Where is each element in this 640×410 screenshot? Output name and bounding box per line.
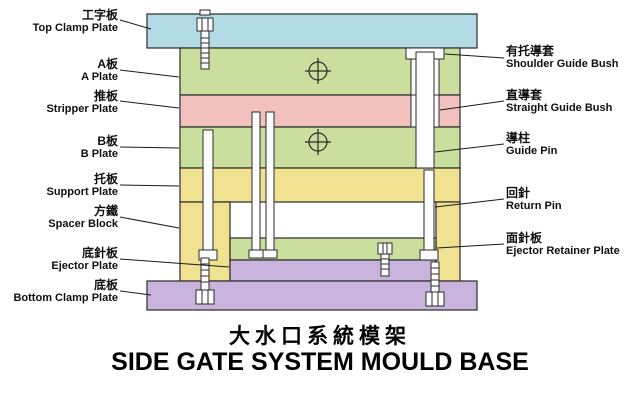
label-shoulder-guide-bush-en: Shoulder Guide Bush: [506, 58, 619, 71]
label-straight-guide-bush-zh: 直導套: [506, 88, 543, 102]
return-pin-right-head: [419, 249, 439, 261]
label-straight-guide-bush: 直導套 Straight Guide Bush: [506, 88, 638, 116]
title-chinese: 大水口系統模架: [229, 325, 411, 348]
label-ejector-retainer-plate-zh: 面針板: [506, 231, 543, 245]
ejector-plate-screw-shaft: [380, 253, 390, 277]
leader-lines: [119, 19, 505, 296]
label-support-plate-en: Support Plate: [46, 186, 118, 199]
top-screw: [196, 9, 214, 70]
label-top-clamp-plate: 工字板 Top Clamp Plate: [0, 8, 118, 36]
top-screw-head: [196, 17, 214, 32]
label-a-plate: A板 A Plate: [0, 57, 118, 85]
return-pin-right: [423, 169, 435, 251]
label-straight-guide-bush-en: Straight Guide Bush: [506, 102, 613, 115]
label-spacer-block-en: Spacer Block: [48, 218, 118, 231]
label-a-plate-en: A Plate: [81, 71, 118, 84]
ejector-pin-1-head: [248, 249, 264, 259]
bottom-right-screw-shaft: [430, 261, 440, 293]
ejector-pin-2-head: [262, 249, 278, 259]
label-top-clamp-plate-en: Top Clamp Plate: [32, 22, 118, 35]
guide-pin: [415, 51, 435, 169]
label-ejector-plate: 底針板 Ejector Plate: [0, 246, 118, 274]
bottom-right-screw: [425, 261, 445, 307]
label-return-pin-en: Return Pin: [506, 200, 562, 213]
screw-hole-symbol-a-plate: [305, 58, 331, 84]
bottom-left-screw-shaft: [200, 257, 210, 291]
title-english: SIDE GATE SYSTEM MOULD BASE: [111, 348, 529, 376]
return-pin-left: [202, 129, 214, 251]
label-support-plate-zh: 托板: [93, 172, 118, 186]
label-b-plate: B板 B Plate: [0, 134, 118, 162]
label-a-plate-zh: A板: [97, 57, 118, 71]
b-plate: [179, 126, 461, 169]
return-pins: [198, 129, 439, 261]
label-b-plate-zh: B板: [97, 134, 118, 148]
bottom-right-screw-head: [425, 291, 445, 307]
label-bottom-clamp-plate: 底板 Bottom Clamp Plate: [0, 278, 118, 306]
label-guide-pin-en: Guide Pin: [506, 145, 558, 158]
ejector-pins: [248, 111, 278, 259]
label-b-plate-en: B Plate: [80, 148, 118, 161]
label-spacer-block: 方鐵 Spacer Block: [0, 204, 118, 232]
spacer-block-right: [435, 201, 461, 282]
label-bottom-clamp-plate-en: Bottom Clamp Plate: [13, 292, 118, 305]
label-return-pin-zh: 回針: [506, 186, 531, 200]
label-stripper-plate: 推板 Stripper Plate: [0, 89, 118, 117]
label-shoulder-guide-bush: 有托導套 Shoulder Guide Bush: [506, 44, 638, 72]
ejector-plate: [229, 259, 437, 282]
ejector-plate-screw: [377, 242, 393, 277]
label-guide-pin: 導柱 Guide Pin: [506, 131, 638, 159]
top-screw-shaft: [200, 30, 210, 70]
label-ejector-plate-zh: 底針板: [81, 246, 118, 260]
label-top-clamp-plate-zh: 工字板: [81, 8, 118, 22]
ejector-plate-screw-head: [377, 242, 393, 255]
ejector-pin-2: [265, 111, 275, 251]
ejector-pin-1: [251, 111, 261, 251]
label-ejector-plate-en: Ejector Plate: [51, 260, 118, 273]
label-return-pin: 回針 Return Pin: [506, 186, 638, 214]
label-ejector-retainer-plate: 面針板 Ejector Retainer Plate: [506, 231, 638, 259]
label-support-plate: 托板 Support Plate: [0, 172, 118, 200]
label-guide-pin-zh: 導柱: [506, 131, 531, 145]
label-spacer-block-zh: 方鐵: [93, 204, 118, 218]
screw-hole-symbol-b-plate: [305, 129, 331, 155]
label-stripper-plate-zh: 推板: [93, 89, 118, 103]
bottom-left-screw-head: [195, 289, 215, 305]
bottom-left-screw: [195, 257, 215, 305]
label-shoulder-guide-bush-zh: 有托導套: [506, 44, 555, 58]
label-bottom-clamp-plate-zh: 底板: [93, 278, 118, 292]
top-screw-nub: [199, 9, 211, 16]
support-plate: [179, 167, 461, 203]
label-ejector-retainer-plate-en: Ejector Retainer Plate: [506, 245, 620, 258]
guide-pin-assembly: [405, 47, 445, 169]
label-stripper-plate-en: Stripper Plate: [46, 103, 118, 116]
